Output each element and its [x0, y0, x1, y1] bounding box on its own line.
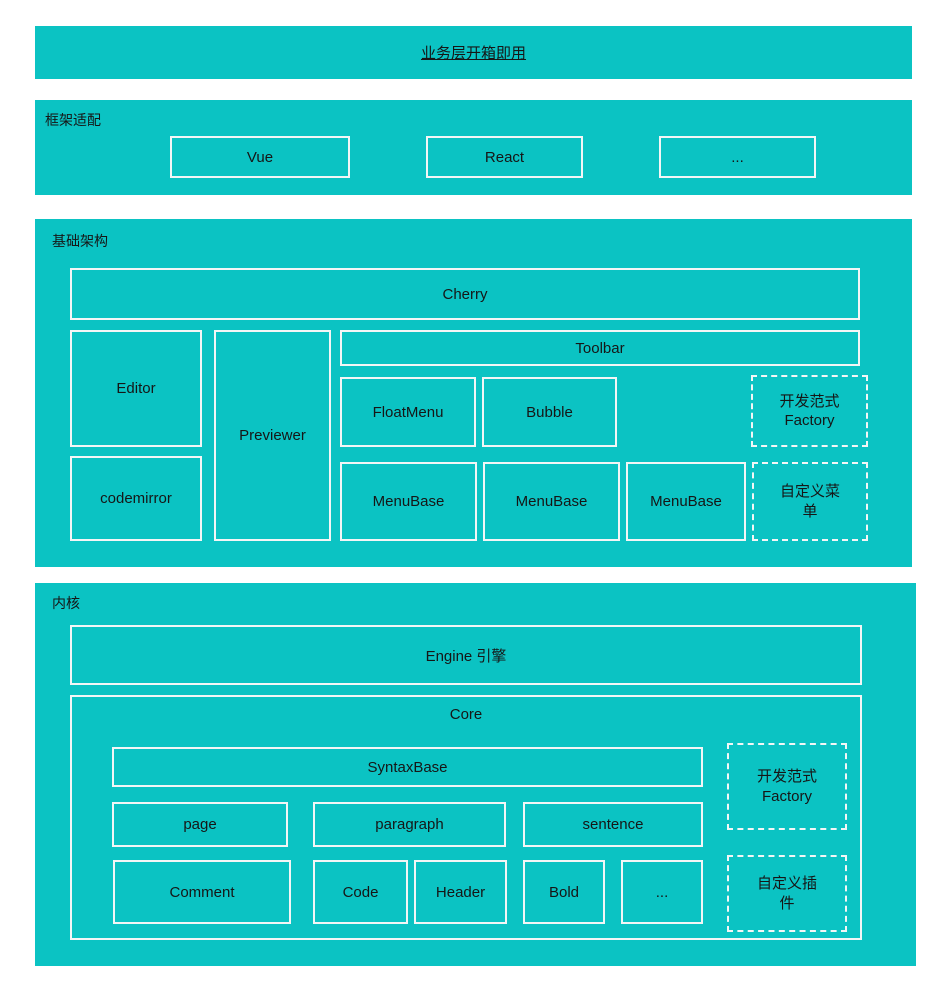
- menu-base-box-3: MenuBase: [626, 462, 746, 541]
- cherry-box: Cherry: [70, 268, 860, 320]
- menu-base-box-2: MenuBase: [483, 462, 620, 541]
- bold-box: Bold: [523, 860, 605, 924]
- previewer-box: Previewer: [214, 330, 331, 541]
- framework-more-box: ...: [659, 136, 816, 178]
- engine-box: Engine 引擎: [70, 625, 862, 685]
- bubble-box: Bubble: [482, 377, 617, 447]
- base-factory-pattern-label: 开发范式Factory: [779, 392, 840, 430]
- kernel-label: 内核: [52, 595, 80, 611]
- custom-plugin-box: 自定义插件: [727, 855, 847, 932]
- base-architecture-section: 基础架构 Cherry Editor codemirror Previewer …: [35, 219, 912, 567]
- framework-adaptation-section: 框架适配 Vue React ...: [35, 100, 912, 195]
- custom-menu-label: 自定义菜单: [779, 483, 840, 520]
- framework-adaptation-label: 框架适配: [45, 112, 101, 128]
- header-box: Header: [414, 860, 507, 924]
- more-syntax-box: ...: [621, 860, 703, 924]
- business-layer-title: 业务层开箱即用: [420, 45, 526, 62]
- page-box: page: [112, 802, 288, 847]
- kernel-factory-pattern-box: 开发范式Factory: [727, 743, 847, 830]
- base-factory-pattern-box: 开发范式Factory: [751, 375, 868, 447]
- menu-base-box-1: MenuBase: [340, 462, 477, 541]
- codemirror-box: codemirror: [70, 456, 202, 541]
- base-architecture-label: 基础架构: [52, 233, 108, 249]
- toolbar-box: Toolbar: [340, 330, 860, 366]
- business-layer-section: 业务层开箱即用: [35, 26, 912, 79]
- code-box: Code: [313, 860, 408, 924]
- core-box: Core SyntaxBase page paragraph sentence …: [70, 695, 862, 940]
- editor-box: Editor: [70, 330, 202, 447]
- sentence-box: sentence: [523, 802, 703, 847]
- syntax-base-box: SyntaxBase: [112, 747, 703, 787]
- framework-vue-box: Vue: [170, 136, 350, 178]
- custom-menu-box: 自定义菜单: [752, 462, 868, 541]
- framework-react-box: React: [426, 136, 583, 178]
- comment-box: Comment: [113, 860, 291, 924]
- paragraph-box: paragraph: [313, 802, 506, 847]
- float-menu-box: FloatMenu: [340, 377, 476, 447]
- custom-plugin-label: 自定义插件: [756, 875, 817, 912]
- kernel-factory-pattern-label: 开发范式Factory: [756, 768, 817, 805]
- kernel-section: 内核 Engine 引擎 Core SyntaxBase page paragr…: [35, 583, 916, 966]
- core-label: Core: [449, 706, 483, 723]
